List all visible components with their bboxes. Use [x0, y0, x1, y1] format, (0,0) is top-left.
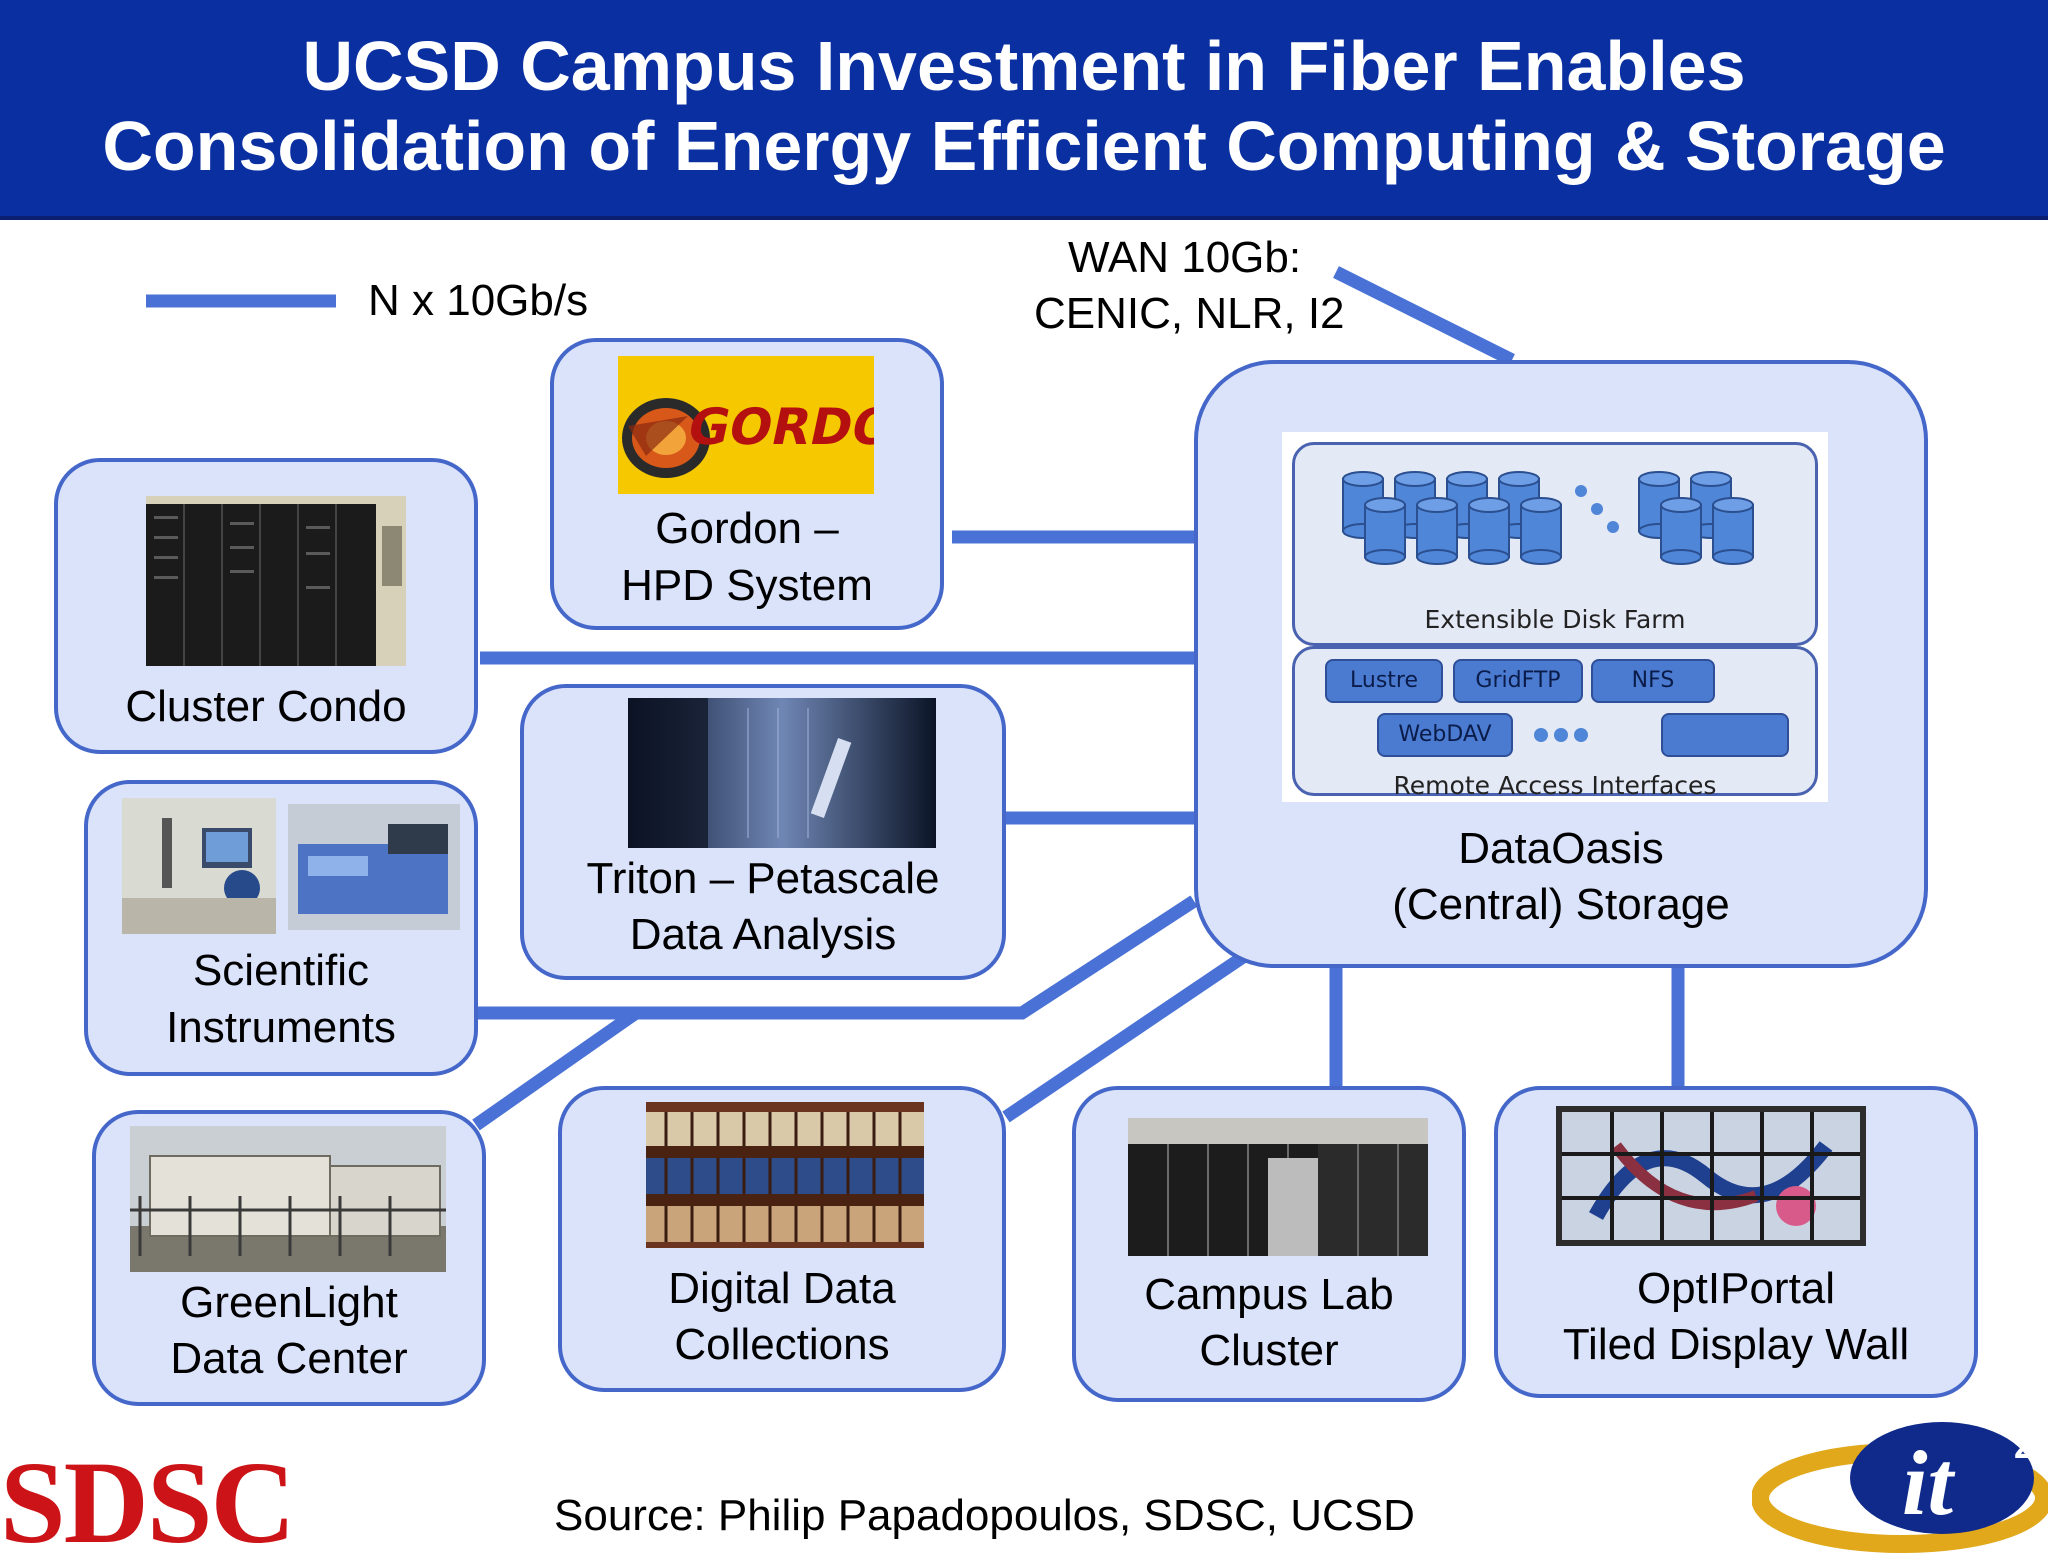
optiportal-label-2: Tiled Display Wall [1562, 1320, 1910, 1369]
legend-label: N x 10Gb/s [368, 276, 589, 325]
disk-farm-box: Extensible Disk Farm [1292, 442, 1818, 646]
interface-lustre: Lustre [1325, 659, 1443, 703]
it2-logo-superscript: 2 [2014, 1425, 2034, 1466]
node-scientific-instruments[interactable]: Scientific Instruments [84, 780, 478, 1076]
it2-logo-text: it [1902, 1432, 1956, 1534]
sdsc-logo: SDSC [0, 1437, 296, 1568]
remote-access-box: Lustre GridFTP NFS WebDAV Remote Access … [1292, 646, 1818, 800]
gordon-label-2: HPD System [621, 561, 873, 610]
title-line-2: Consolidation of Energy Efficient Comput… [102, 107, 1946, 185]
scientific-label-1: Scientific [192, 946, 370, 995]
greenlight-label-1: GreenLight [180, 1278, 398, 1327]
gordon-label-1: Gordon – [655, 504, 839, 553]
triton-label-1: Triton – Petascale [586, 854, 940, 903]
it2-logo: it 2 [1752, 1422, 2048, 1553]
campus-lab-label-2: Cluster [1199, 1326, 1339, 1375]
source-credit: Source: Philip Papadopoulos, SDSC, UCSD [554, 1491, 1415, 1540]
digital-data-label-1: Digital Data [668, 1264, 896, 1313]
digital-data-label-2: Collections [674, 1320, 890, 1369]
gordon-logo: GORDON [618, 356, 874, 494]
scientific-photo-2 [288, 804, 460, 930]
disk-array-icon [1342, 471, 1754, 565]
link-scientific [476, 895, 1198, 1020]
scientific-photo-1 [122, 798, 276, 934]
dataoasis-label-1: DataOasis [1458, 824, 1664, 873]
node-optiportal[interactable]: OptIPortal Tiled Display Wall [1494, 1086, 1978, 1398]
dataoasis-label-2: (Central) Storage [1392, 880, 1730, 929]
interface-webdav: WebDAV [1377, 713, 1513, 757]
scientific-label-2: Instruments [166, 1003, 396, 1052]
cluster-condo-photo [146, 496, 406, 666]
remote-access-label: Remote Access Interfaces [1393, 771, 1717, 800]
node-digital-data[interactable]: Digital Data Collections [558, 1086, 1006, 1392]
wan-label-line-1: WAN 10Gb: [1068, 233, 1302, 282]
link-digital [1002, 949, 1250, 1123]
greenlight-photo [130, 1126, 446, 1272]
gordon-logo-text: GORDON [683, 398, 874, 456]
cluster-condo-label: Cluster Condo [125, 682, 407, 731]
disk-farm-label: Extensible Disk Farm [1424, 605, 1686, 634]
triton-label-2: Data Analysis [629, 910, 897, 959]
node-gordon[interactable]: GORDON Gordon – HPD System [550, 338, 944, 630]
title-banner: UCSD Campus Investment in Fiber Enables … [0, 0, 2048, 220]
node-cluster-condo[interactable]: Cluster Condo [54, 458, 478, 754]
interface-gridftp: GridFTP [1453, 659, 1583, 703]
link-wan [1333, 266, 1515, 366]
campus-lab-label-1: Campus Lab [1144, 1270, 1394, 1319]
link-greenlight [472, 1007, 640, 1131]
interface-unlabeled [1661, 713, 1789, 757]
digital-data-photo [646, 1102, 924, 1248]
node-greenlight[interactable]: GreenLight Data Center [92, 1110, 486, 1406]
greenlight-label-2: Data Center [170, 1334, 408, 1383]
wan-label-line-2: CENIC, NLR, I2 [1034, 289, 1345, 338]
node-campus-lab[interactable]: Campus Lab Cluster [1072, 1086, 1466, 1402]
node-dataoasis[interactable]: Extensible Disk Farm Lustre GridFTP NFS … [1194, 360, 1928, 968]
title-line-1: UCSD Campus Investment in Fiber Enables [302, 27, 1746, 105]
optiportal-photo [1556, 1106, 1866, 1246]
campus-lab-photo [1128, 1118, 1428, 1256]
more-interfaces-dots-icon [1534, 728, 1588, 742]
interface-nfs: NFS [1591, 659, 1715, 703]
triton-photo [628, 698, 936, 848]
dataoasis-diagram-panel: Extensible Disk Farm Lustre GridFTP NFS … [1282, 432, 1828, 802]
node-triton[interactable]: Triton – Petascale Data Analysis [520, 684, 1006, 980]
optiportal-label-1: OptIPortal [1636, 1264, 1836, 1313]
